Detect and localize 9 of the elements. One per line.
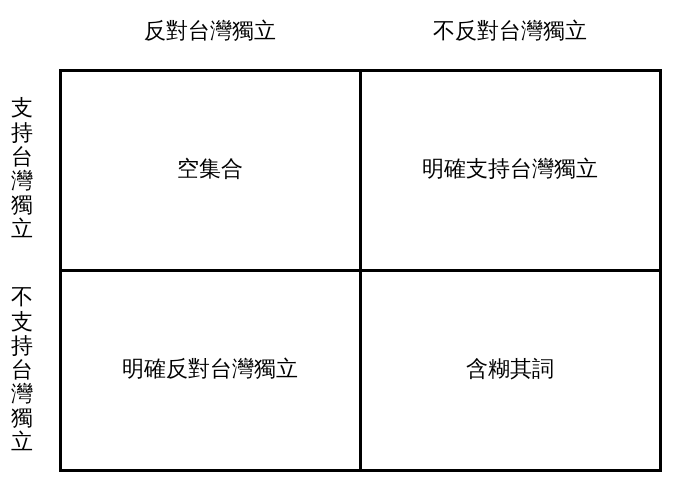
table-cell [58, 68, 362, 272]
cell-text: 含糊其詞 [465, 356, 555, 384]
column-header: 不反對台灣獨立 [433, 18, 587, 46]
row-header: 不支持台灣獨立 [11, 286, 33, 456]
column-header: 反對台灣獨立 [144, 18, 276, 46]
cell-text: 空集合 [176, 156, 244, 184]
cell-text: 明確支持台灣獨立 [421, 156, 599, 184]
row-header: 支持台灣獨立 [11, 97, 33, 243]
cell-text: 明確反對台灣獨立 [121, 356, 299, 384]
